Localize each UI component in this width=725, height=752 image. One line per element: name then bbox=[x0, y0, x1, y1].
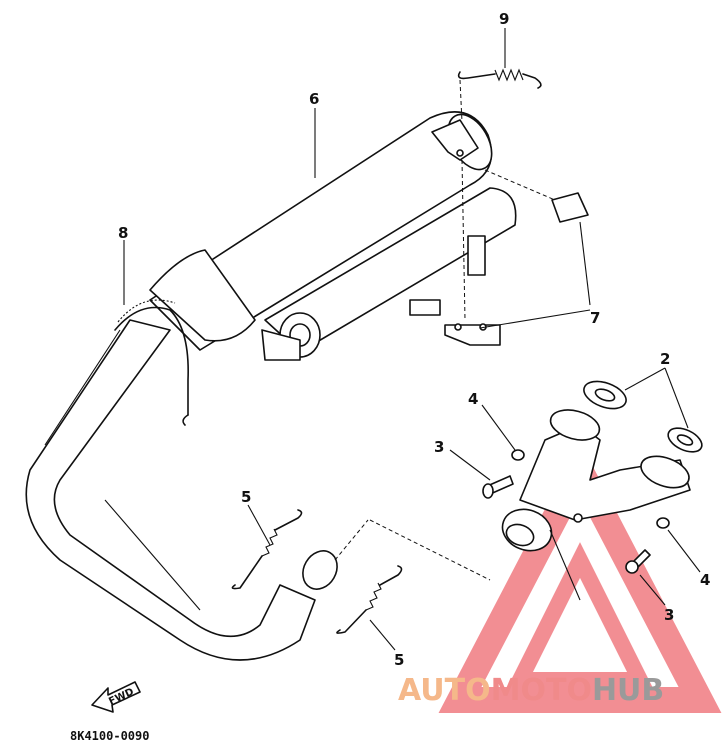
wire-wrap bbox=[114, 299, 189, 426]
spring-5-lower bbox=[336, 565, 403, 634]
svg-text:AUTOMOTOHUB: AUTOMOTOHUB bbox=[398, 673, 664, 708]
callout-9: 9 bbox=[499, 10, 509, 28]
callout-6: 6 bbox=[309, 90, 319, 108]
callout-3-upper: 3 bbox=[434, 438, 444, 456]
fwd-arrow: FWD bbox=[91, 681, 141, 713]
nut-4-lower bbox=[656, 517, 670, 529]
gasket-2 bbox=[583, 380, 703, 453]
watermark-moto: MOTO bbox=[491, 673, 592, 708]
callout-4-upper: 4 bbox=[468, 390, 478, 408]
callout-2: 2 bbox=[660, 350, 670, 368]
watermark-triangle bbox=[438, 441, 722, 713]
bolt-3-upper bbox=[482, 475, 514, 499]
muffler bbox=[149, 111, 517, 361]
y-pipe bbox=[501, 409, 691, 552]
leader-lines bbox=[123, 28, 701, 651]
diagram-code: 8K4100-0090 bbox=[70, 729, 149, 743]
spring-5-upper bbox=[231, 509, 303, 590]
watermark-logo: AUTOMOTOHUB bbox=[398, 673, 664, 708]
watermark-auto: AUTO bbox=[398, 673, 491, 708]
callout-7: 7 bbox=[590, 309, 600, 327]
callout-3-lower: 3 bbox=[664, 606, 674, 624]
watermark-hub: HUB bbox=[592, 673, 664, 708]
gasket-7 bbox=[551, 192, 589, 223]
spring-9 bbox=[457, 68, 542, 89]
callout-5-upper: 5 bbox=[241, 488, 251, 506]
callout-5-lower: 5 bbox=[394, 651, 404, 669]
callout-4-lower: 4 bbox=[700, 571, 710, 589]
callout-8: 8 bbox=[118, 224, 128, 242]
bolt-3-lower bbox=[625, 549, 651, 574]
nut-4-upper bbox=[511, 449, 525, 461]
header-pipe bbox=[25, 319, 338, 661]
